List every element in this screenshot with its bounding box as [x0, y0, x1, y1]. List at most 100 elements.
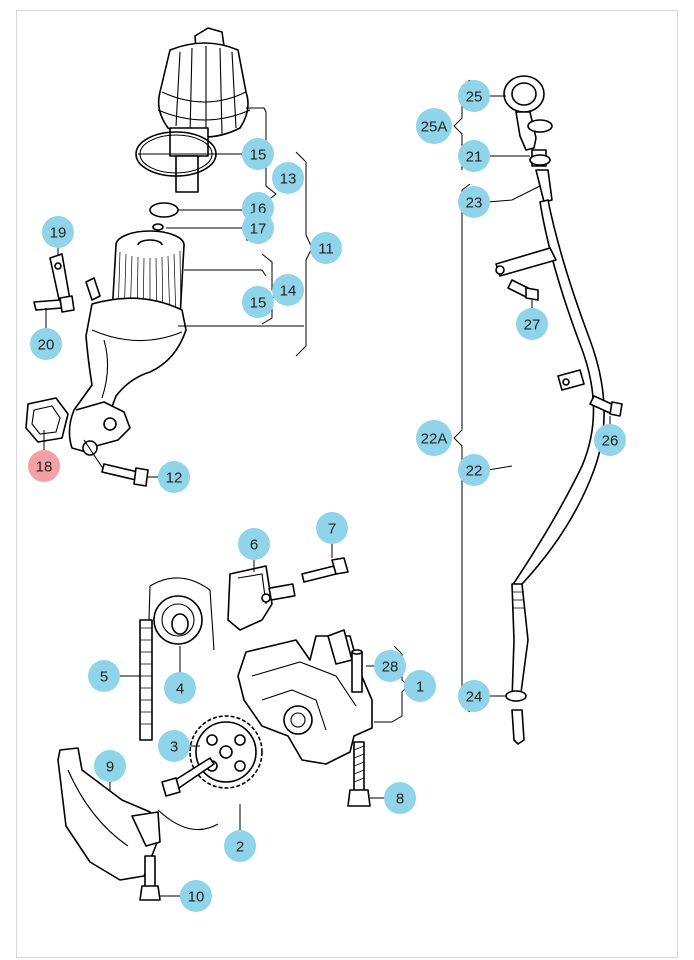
callout-17[interactable]: 17 [242, 212, 274, 244]
callout-number: 22A [421, 431, 448, 448]
baffle-9 [57, 747, 161, 881]
callout-number: 17 [250, 221, 267, 238]
callout-number: 2 [236, 839, 244, 856]
callout-number: 14 [280, 283, 297, 300]
callout-number: 25 [466, 89, 483, 106]
callout-number: 15 [250, 147, 267, 164]
callout-number: 12 [166, 470, 183, 487]
callout-badge [384, 782, 416, 814]
callout-number: 28 [382, 659, 399, 676]
callout-number: 13 [280, 171, 297, 188]
callout-badge [458, 80, 490, 112]
callout-25a[interactable]: 25A [416, 108, 452, 144]
callout-14[interactable]: 14 [272, 274, 304, 306]
callout-8[interactable]: 8 [384, 782, 416, 814]
callout-21[interactable]: 21 [458, 140, 490, 172]
callout-badge [30, 328, 62, 360]
callout-badge [88, 660, 120, 692]
callout-badge [224, 830, 256, 862]
bolt-12 [101, 463, 149, 487]
callout-badge [416, 420, 452, 456]
callout-number: 1 [416, 679, 424, 696]
bolt-20 [33, 295, 75, 313]
callout-badge [458, 454, 490, 486]
pump-pin-28 [351, 649, 363, 693]
chain-loop [139, 577, 219, 831]
callout-number: 19 [50, 225, 67, 242]
callout-20[interactable]: 20 [30, 328, 62, 360]
chain-tensioner [227, 565, 296, 631]
bolt-3 [161, 757, 215, 797]
callout-badge [242, 212, 274, 244]
callout-1[interactable]: 1 [404, 670, 436, 702]
o-ring-small [149, 202, 179, 218]
dipstick-end [505, 690, 527, 745]
callout-badge [272, 274, 304, 306]
callout-3[interactable]: 3 [158, 730, 190, 762]
callout-badge [458, 186, 490, 218]
callout-badge [164, 672, 196, 704]
callout-badge [272, 162, 304, 194]
callout-9[interactable]: 9 [94, 750, 126, 782]
callout-number: 23 [466, 195, 483, 212]
callout-2[interactable]: 2 [224, 830, 256, 862]
tube-bracket [495, 247, 585, 391]
callout-15[interactable]: 15 [242, 286, 274, 318]
callout-number: 24 [466, 689, 483, 706]
callout-number: 9 [106, 759, 114, 776]
bolt-7 [301, 557, 349, 583]
callout-19[interactable]: 19 [42, 216, 74, 248]
callout-number: 22 [466, 463, 483, 480]
callout-number: 4 [176, 681, 184, 698]
bolt-27 [507, 279, 539, 301]
callout-23[interactable]: 23 [458, 186, 490, 218]
callout-badge [374, 650, 406, 682]
callout-11[interactable]: 11 [310, 232, 342, 264]
callout-number: 20 [38, 337, 55, 354]
callout-badge [458, 680, 490, 712]
bolt-8 [347, 741, 371, 807]
callout-number: 3 [170, 739, 178, 756]
callout-24[interactable]: 24 [458, 680, 490, 712]
callout-18[interactable]: 18 [28, 450, 60, 482]
callout-13[interactable]: 13 [272, 162, 304, 194]
callout-22[interactable]: 22 [458, 454, 490, 486]
callout-badge [242, 286, 274, 318]
oil-filter-bracket [68, 297, 187, 471]
bracket-clip [49, 253, 101, 305]
callout-26[interactable]: 26 [594, 424, 626, 456]
callout-number: 18 [36, 459, 53, 476]
callout-5[interactable]: 5 [88, 660, 120, 692]
callout-27[interactable]: 27 [516, 308, 548, 340]
o-ring-tiny [152, 223, 164, 231]
callout-badge [416, 108, 452, 144]
callout-4[interactable]: 4 [164, 672, 196, 704]
callout-28[interactable]: 28 [374, 650, 406, 682]
callout-badge [238, 528, 270, 560]
callout-15[interactable]: 15 [242, 138, 274, 170]
sprocket-upper [153, 595, 203, 645]
callout-number: 5 [100, 669, 108, 686]
callout-number: 7 [328, 521, 336, 538]
callout-badge [158, 730, 190, 762]
callout-badge [94, 750, 126, 782]
callout-7[interactable]: 7 [316, 512, 348, 544]
dipstick-guide-tube [511, 169, 605, 701]
bolt-10 [139, 855, 161, 901]
callout-number: 27 [524, 317, 541, 334]
callout-badge [404, 670, 436, 702]
callout-badge [158, 461, 190, 493]
callout-25[interactable]: 25 [458, 80, 490, 112]
callout-22a[interactable]: 22A [416, 420, 452, 456]
callout-12[interactable]: 12 [158, 461, 190, 493]
gasket-18 [25, 397, 69, 443]
callout-badge [316, 512, 348, 544]
callout-badge [42, 216, 74, 248]
callout-10[interactable]: 10 [180, 880, 212, 912]
callout-badge [28, 450, 60, 482]
callout-number: 21 [466, 149, 483, 166]
callout-6[interactable]: 6 [238, 528, 270, 560]
oil-filter-housing-cap [157, 27, 251, 193]
